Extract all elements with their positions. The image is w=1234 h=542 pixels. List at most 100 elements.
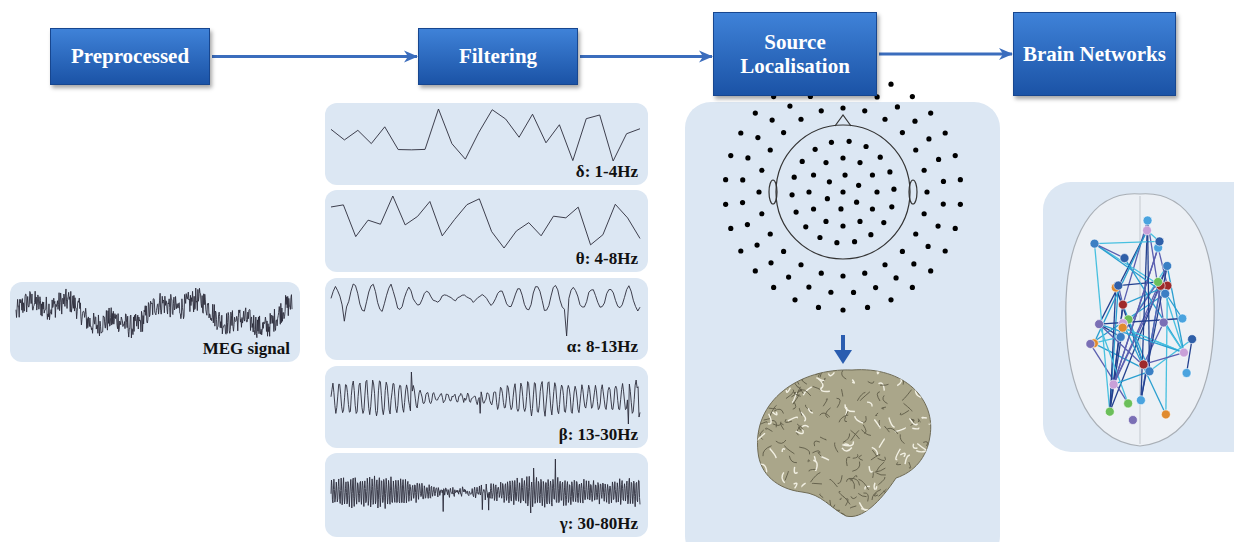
sulcus xyxy=(902,390,912,401)
sulcus xyxy=(907,373,909,378)
sulcus xyxy=(824,502,827,508)
network-node xyxy=(1159,318,1168,327)
sulcus xyxy=(794,392,799,395)
sulcus xyxy=(827,361,831,368)
sulcus xyxy=(824,511,828,518)
sensor-dot xyxy=(913,231,918,236)
sensor-dot xyxy=(922,168,927,173)
sulcus xyxy=(794,467,797,473)
sensor-dot xyxy=(811,172,816,177)
sensor-dot xyxy=(745,155,750,160)
network-link xyxy=(1099,324,1184,352)
sulcus xyxy=(875,468,886,472)
sensor-dot xyxy=(759,211,764,216)
sensor-dot xyxy=(958,177,963,182)
sulcus xyxy=(823,520,826,527)
sulcus xyxy=(852,516,857,522)
sulcus xyxy=(816,378,824,381)
network-link xyxy=(1095,244,1125,258)
sulcus xyxy=(757,509,768,516)
sulcus xyxy=(883,395,888,403)
sulcus xyxy=(808,408,813,413)
sulcus xyxy=(872,450,876,456)
sulcus xyxy=(809,507,817,512)
sulcus xyxy=(905,455,910,464)
sensor-dot xyxy=(882,117,887,122)
sensor-dot xyxy=(868,232,873,237)
sulcus xyxy=(902,517,904,523)
sulcus xyxy=(789,377,796,382)
network-node xyxy=(1086,339,1095,348)
sulcus xyxy=(877,392,880,401)
sensor-dot xyxy=(786,274,791,279)
network-link xyxy=(1114,248,1159,385)
network-node xyxy=(1128,416,1137,425)
sensor-dot xyxy=(935,224,940,229)
sulcus xyxy=(793,368,797,374)
cortex-surface xyxy=(757,370,930,517)
sensor-dot xyxy=(893,275,898,280)
sulcus xyxy=(770,405,777,416)
sensor-dot xyxy=(806,284,811,289)
sulcus xyxy=(770,449,776,458)
sulcus xyxy=(752,374,762,377)
sulcus xyxy=(935,504,940,509)
sensor-dot xyxy=(840,273,845,278)
sulcus xyxy=(810,473,820,483)
sensor-dot xyxy=(768,231,773,236)
sulcus xyxy=(780,514,789,517)
sensor-dot xyxy=(878,155,883,160)
sulcus xyxy=(813,386,821,391)
sulcus xyxy=(896,449,901,460)
sensor-dot xyxy=(781,249,786,254)
signal-trace xyxy=(331,372,640,424)
sensor-dot xyxy=(819,108,824,113)
band-panel: β: 13-30Hz xyxy=(325,366,648,448)
sulcus xyxy=(803,387,811,395)
sulcus xyxy=(900,434,904,443)
band-label: θ: 4-8Hz xyxy=(574,250,640,269)
network-node xyxy=(1188,335,1197,344)
sulcus xyxy=(937,503,947,506)
sulcus xyxy=(772,375,777,386)
sulcus xyxy=(776,440,786,443)
sulcus xyxy=(828,372,834,375)
sulcus xyxy=(859,502,866,510)
sensor-dot xyxy=(900,249,905,254)
sensor-dot xyxy=(770,117,775,122)
band-panel: γ: 30-80Hz xyxy=(325,453,648,537)
sulcus xyxy=(867,509,871,512)
sulcus xyxy=(869,466,873,472)
sulcus xyxy=(872,472,874,478)
network-node xyxy=(1154,277,1163,286)
waveform xyxy=(10,282,300,340)
sensor-dot xyxy=(834,240,839,245)
sulcus xyxy=(886,361,890,366)
band-label: δ: 1-4Hz xyxy=(574,163,640,182)
sensor-dot xyxy=(723,177,728,182)
sulcus xyxy=(752,504,758,508)
sulcus xyxy=(844,497,850,505)
sulcus xyxy=(877,371,879,373)
sulcus xyxy=(782,449,785,452)
sulcus xyxy=(782,515,792,519)
sulcus xyxy=(843,434,850,443)
sulcus xyxy=(863,493,868,502)
sulcus xyxy=(874,359,882,369)
sulcus xyxy=(839,491,845,497)
sulcus xyxy=(874,510,881,520)
sulcus xyxy=(753,404,759,411)
sulcus xyxy=(875,413,878,416)
sensor-dot xyxy=(895,104,900,109)
sulcus xyxy=(882,407,886,409)
sulcus xyxy=(780,506,782,515)
ear xyxy=(909,180,917,204)
sulcus xyxy=(783,366,789,374)
sensor-dot xyxy=(838,206,843,211)
network-link xyxy=(1095,244,1110,412)
sensor-dot xyxy=(900,130,905,135)
sensor-dot xyxy=(856,183,861,188)
sulcus xyxy=(903,500,912,504)
waveform xyxy=(325,278,648,338)
sensor-dot xyxy=(842,173,847,178)
